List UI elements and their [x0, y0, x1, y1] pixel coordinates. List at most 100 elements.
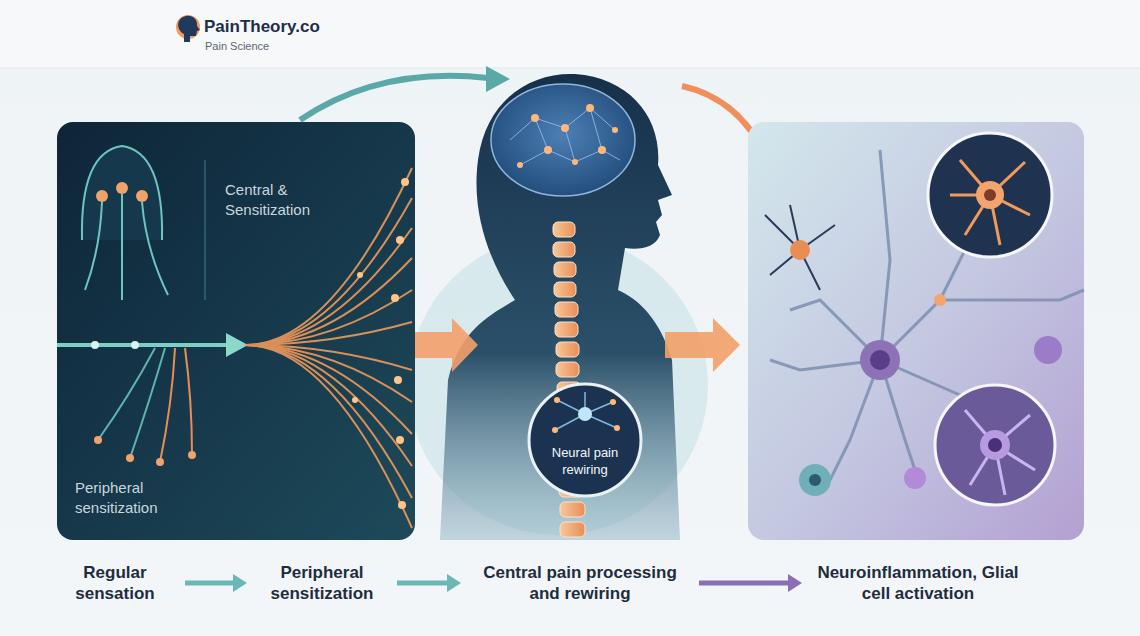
circle-label: Neural pain rewiring: [540, 444, 630, 478]
central-arrows-part: [300, 76, 488, 120]
peripheral-panel-part-part: [245, 322, 412, 345]
glia-panel-part: [765, 205, 835, 290]
head-figure-part-part: [586, 104, 594, 112]
neuron-dot: [614, 425, 620, 431]
stage-label: Neuroinflammation, Glial cell activation: [802, 558, 1034, 608]
neuron-dot: [554, 397, 560, 403]
peripheral-panel-part: [131, 341, 139, 349]
stage-text: Regular sensation: [53, 562, 177, 604]
peripheral-panel-part-part: [398, 501, 406, 509]
central-arrows-part: [486, 66, 510, 92]
neuron-glow: [578, 407, 592, 421]
stage-label: Peripheral sensitization: [247, 558, 397, 608]
peripheral-panel-part-part: [245, 345, 412, 528]
glia-panel-part: [748, 122, 1084, 540]
peripheral-panel-part: [156, 458, 164, 466]
peripheral-panel-part: [126, 454, 134, 462]
peripheral-panel-part: [226, 333, 248, 357]
peripheral-panel-part: [94, 436, 102, 444]
peripheral-panel-part-part: [245, 258, 412, 345]
brand-name: PainTheory.co: [204, 17, 320, 37]
glia-panel-part: [950, 160, 1030, 245]
peripheral-panel-part-part: [245, 290, 412, 345]
head-figure-part-part: [561, 124, 569, 132]
neuron-dot: [552, 427, 558, 433]
header-band-part: [0, 68, 1140, 69]
circle-fill: [529, 384, 641, 496]
head-figure-part-part: [544, 146, 552, 154]
glia-panel-part-part: [950, 160, 1030, 245]
glia-panel-part: [935, 385, 1055, 505]
peripheral-panel-part: [96, 190, 108, 202]
stage-text: Central pain processing and rewiring: [469, 562, 691, 604]
arrow-shaft: [699, 581, 790, 586]
peripheral-panel-part: [204, 160, 205, 300]
glia-panel-part: [976, 181, 1004, 209]
head-figure-part-part: [560, 522, 585, 537]
arrow-shaft: [185, 581, 235, 586]
glia-panel-part: [934, 294, 946, 306]
peripheral-panel: Central & SensitizationPeripheral sensit…: [57, 122, 415, 540]
glia-panel-part: [799, 464, 831, 496]
head-figure-part-part: [555, 322, 578, 337]
glia-panel-part: [965, 410, 1035, 495]
peripheral-panel-part: [116, 182, 128, 194]
stage-label: Central pain processing and rewiring: [461, 558, 699, 608]
glia-panel-part-part: [880, 150, 890, 360]
head-figure-part-part: [517, 162, 523, 168]
glia-panel: [748, 122, 1084, 540]
central-arrows: [300, 66, 510, 120]
glia-panel-part: [988, 438, 1002, 452]
peripheral-panel-part-part: [245, 228, 412, 345]
circle-outline: [527, 382, 643, 498]
head-figure-part-part: [553, 242, 575, 257]
peripheral-panel-part: [57, 122, 415, 540]
glia-panel-part-part: [940, 290, 1084, 300]
glia-panel-part: [809, 474, 821, 486]
peripheral-panel-part-part: [391, 294, 399, 302]
peripheral-panel-part: [98, 348, 155, 440]
head-figure-part-part: [555, 302, 578, 317]
head-figure-part-part: [612, 127, 618, 133]
flow-arrow: [185, 574, 247, 592]
stage-text: Neuroinflammation, Glial cell activation: [810, 562, 1026, 604]
peripheral-panel-part-part: [396, 236, 404, 244]
rewiring-circle: Neural pain rewiring: [527, 382, 643, 498]
peripheral-panel-part: [57, 343, 228, 347]
peripheral-panel-part-part: [357, 272, 363, 278]
arrow-shaft: [397, 581, 449, 586]
glia-panel-part: [1034, 336, 1062, 364]
head-figure-part: [491, 84, 635, 196]
peripheral-panel-part-part: [394, 376, 402, 384]
head-figure-part-part: [531, 114, 539, 122]
stage-text: Peripheral sensitization: [255, 562, 389, 604]
arrow-head: [447, 574, 461, 592]
glia-panel-part: [928, 133, 1052, 257]
glia-panel-part: [904, 467, 926, 489]
logo-icon: [176, 15, 200, 42]
peripheral-panel: [57, 122, 415, 540]
peripheral-panel-part: [121, 194, 123, 300]
peripheral-panel-part: [160, 348, 175, 462]
header-band-part: [0, 0, 1140, 68]
logo-icon-part: [178, 16, 200, 42]
stage-label: Regular sensation: [45, 558, 185, 608]
head-figure: [440, 74, 680, 540]
head-figure-part-part: [535, 108, 602, 162]
head-figure-part: [440, 74, 680, 540]
head-figure-part-part: [554, 262, 576, 277]
glia-panel-part: [870, 350, 890, 370]
peripheral-panel-part: [245, 168, 412, 528]
peripheral-panel-part-part: [396, 436, 404, 444]
head-figure-part-part: [560, 502, 585, 517]
peripheral-panel-part-part: [245, 345, 412, 466]
peripheral-panel-part: [352, 178, 409, 509]
transition-arrows-part: [665, 318, 740, 372]
head-figure-part-part: [598, 146, 606, 154]
peripheral-panel-part: [142, 202, 168, 295]
glia-panel-part-part: [965, 410, 1035, 495]
glia-panel-part: [984, 189, 996, 201]
head-figure-part-part: [556, 362, 579, 377]
transition-arrows: [415, 86, 784, 372]
